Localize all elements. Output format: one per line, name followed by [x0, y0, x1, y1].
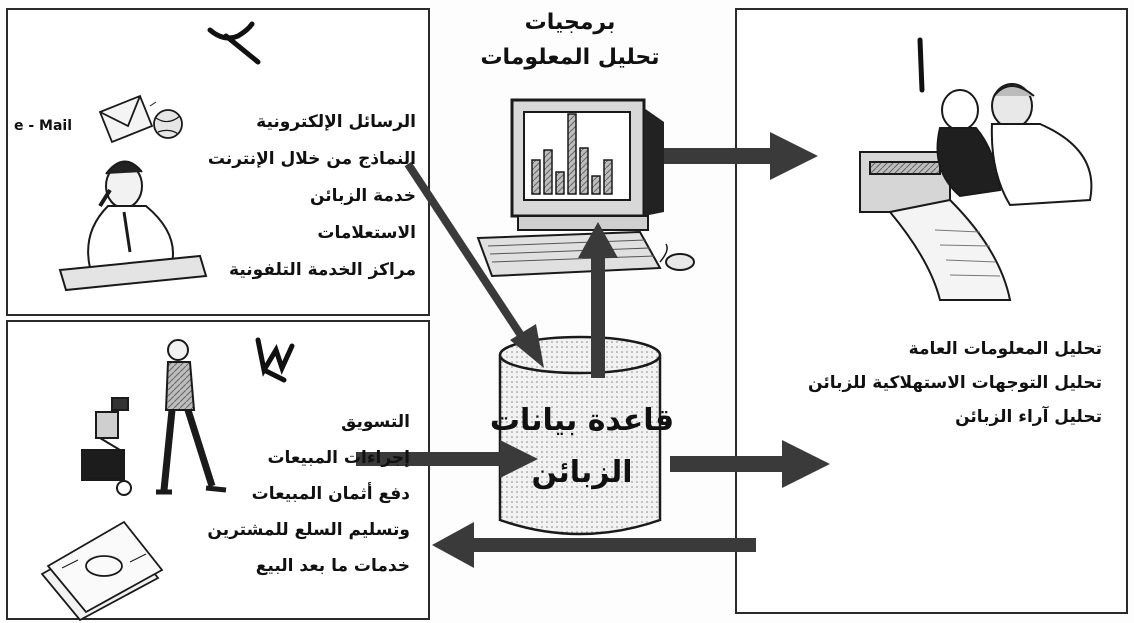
channel-item: الاستعلامات [317, 223, 416, 243]
computer-monitor-icon [510, 98, 664, 231]
bar-chart-icon [531, 113, 613, 195]
channel-item: النماذج من خلال الإنترنت [207, 149, 416, 169]
sales-item: إجراءات المبيعات [267, 448, 410, 468]
panel-3-sales-list: التسويق إجراءات المبيعات دفع أثمان المبي… [207, 404, 410, 584]
analysis-item: تحليل المعلومات العامة [908, 339, 1102, 359]
analysis-item: تحليل التوجهات الاستهلاكية للزبائن [808, 373, 1102, 393]
arrow-to-panel-3 [432, 522, 756, 568]
keyboard-icon [476, 230, 695, 278]
analysis-item: تحليل آراء الزبائن [955, 407, 1102, 427]
analysts-illustration [859, 83, 1093, 301]
money-stack-icon [40, 520, 164, 622]
software-heading: برمجيات تحليل المعلومات [460, 10, 680, 70]
panel-1-number-mark [917, 37, 925, 93]
panel-1-analysis [735, 8, 1128, 614]
sales-item: وتسليم السلع للمشترين [207, 520, 410, 540]
panel-2-communication-channels [6, 8, 430, 316]
man-on-phone-illustration [58, 160, 208, 292]
sales-item: التسويق [341, 412, 410, 432]
panel-1-analysis-list: تحليل المعلومات العامة تحليل التوجهات ال… [808, 332, 1102, 434]
cash-register-icon [81, 397, 132, 496]
panel-3-number-mark [255, 337, 295, 383]
software-heading-line-1: برمجيات [524, 10, 616, 35]
channel-item: مراكز الخدمة التلفونية [229, 260, 416, 280]
arrow-to-panel-1 [664, 132, 818, 180]
panel-2-channel-list: الرسائل الإلكترونية النماذج من خلال الإن… [208, 104, 416, 289]
email-envelope-icon [98, 94, 157, 144]
arrow-panel-3-to-database [356, 440, 538, 478]
panel-3-number: ٣ [300, 340, 301, 341]
email-label: e - Mail [14, 118, 72, 134]
panel-2-number-mark [207, 21, 261, 65]
sales-item: خدمات ما بعد البيع [255, 556, 410, 576]
panel-2-number: ٢ [270, 20, 271, 21]
sales-item: دفع أثمان المبيعات [251, 484, 410, 504]
arrow-database-to-software [578, 222, 618, 378]
database-title-line-1: قاعدة بيانات [490, 403, 674, 438]
walking-shopper-illustration [156, 339, 227, 495]
globe-icon [153, 109, 183, 139]
arrow-panel-2-to-database [404, 161, 544, 368]
channel-item: خدمة الزبائن [309, 186, 416, 206]
arrow-database-to-panel-1 [670, 440, 830, 488]
panel-1-number: ١ [944, 30, 945, 31]
software-heading-line-2: تحليل المعلومات [480, 45, 660, 70]
channel-item: الرسائل الإلكترونية [256, 112, 416, 132]
database-title-line-2: الزبائن [531, 455, 632, 490]
